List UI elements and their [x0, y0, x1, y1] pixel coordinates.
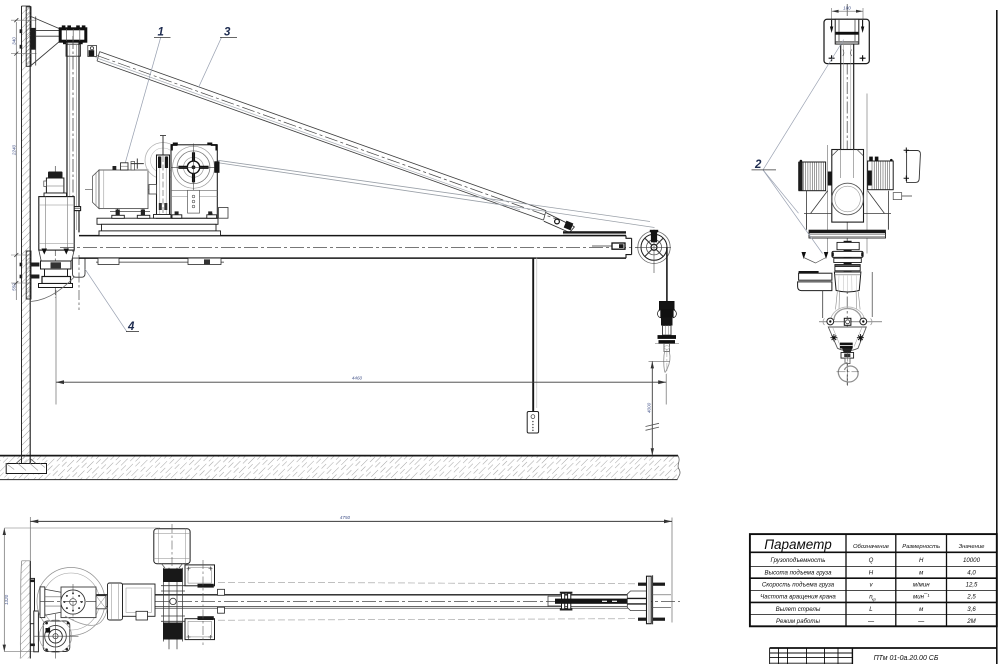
svg-text:3: 3: [224, 27, 231, 39]
svg-text:n: n: [869, 594, 873, 601]
svg-text:12,5: 12,5: [966, 581, 978, 588]
svg-text:м/мин: м/мин: [913, 581, 930, 588]
svg-text:4460: 4460: [352, 376, 363, 381]
svg-text:10000: 10000: [963, 557, 981, 564]
svg-text:кр: кр: [872, 597, 876, 601]
svg-text:4000: 4000: [647, 402, 652, 413]
svg-text:340: 340: [11, 37, 16, 45]
svg-text:Высота подъема груза: Высота подъема груза: [765, 569, 833, 576]
svg-text:Н: Н: [919, 557, 924, 564]
svg-text:3,6: 3,6: [967, 606, 976, 613]
svg-text:м: м: [919, 569, 924, 576]
svg-text:1: 1: [158, 27, 164, 39]
svg-text:4,0: 4,0: [967, 569, 976, 576]
svg-text:ПТм 01-0а.20.00 СБ: ПТм 01-0а.20.00 СБ: [874, 655, 939, 662]
svg-text:2М: 2М: [966, 618, 976, 625]
svg-text:v: v: [869, 581, 873, 588]
svg-text:Обозначение: Обозначение: [853, 544, 890, 550]
svg-text:2,5: 2,5: [966, 594, 976, 601]
svg-text:4750: 4750: [340, 515, 351, 520]
svg-text:Грузоподъемность: Грузоподъемность: [771, 557, 826, 564]
svg-text:м: м: [919, 606, 924, 613]
svg-text:180: 180: [843, 6, 851, 11]
svg-text:2: 2: [754, 159, 762, 171]
svg-text:1320: 1320: [4, 594, 9, 605]
svg-text:550: 550: [11, 283, 16, 291]
svg-text:Q: Q: [869, 557, 874, 564]
svg-text:L: L: [869, 606, 872, 613]
svg-text:2240: 2240: [11, 144, 16, 156]
svg-text:—: —: [917, 618, 925, 625]
svg-text:мин¯¹: мин¯¹: [913, 594, 929, 601]
svg-text:Режим работы: Режим работы: [776, 618, 820, 625]
svg-text:—: —: [867, 618, 875, 625]
svg-text:Значение: Значение: [959, 544, 986, 550]
svg-text:Параметр: Параметр: [764, 537, 832, 552]
svg-text:Размерность: Размерность: [902, 544, 940, 550]
svg-text:4: 4: [127, 321, 135, 333]
svg-text:Частота вращения крана: Частота вращения крана: [760, 594, 836, 601]
svg-text:Н: Н: [869, 569, 874, 576]
svg-text:Скорость подъема груза: Скорость подъема груза: [762, 581, 835, 588]
svg-text:Вылет стрелы: Вылет стрелы: [776, 606, 821, 613]
